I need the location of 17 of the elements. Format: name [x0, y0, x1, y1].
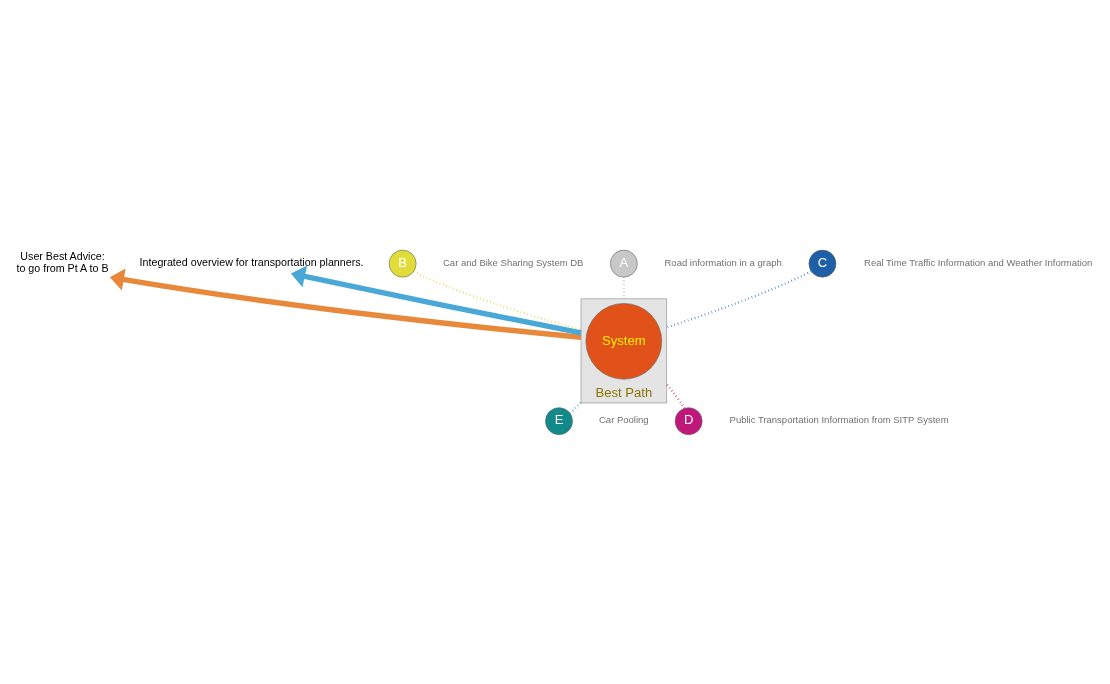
node-circle: D: [674, 407, 703, 435]
arrow: [290, 265, 582, 336]
node-label: Real Time Traffic Information and Weather Information: [864, 256, 1093, 268]
arrow: [109, 268, 582, 340]
node-circle: System: [585, 303, 663, 380]
node-circle: C: [808, 249, 837, 278]
node-text: User Best Advice: to go from Pt A to B: [16, 250, 109, 275]
node-label: Car and Bike Sharing System DB: [443, 256, 584, 268]
node-circle: E: [545, 407, 573, 435]
node-circle: B: [388, 249, 417, 278]
node-label: Road information in a graph: [664, 256, 782, 268]
node-label: Public Transportation Information from SITP System: [729, 414, 949, 426]
connector: [666, 270, 812, 329]
connector: [413, 270, 582, 331]
node-label: Car Pooling: [599, 414, 649, 426]
connector: [665, 383, 686, 409]
node-text: Integrated overview for transportation planners.: [139, 256, 364, 269]
